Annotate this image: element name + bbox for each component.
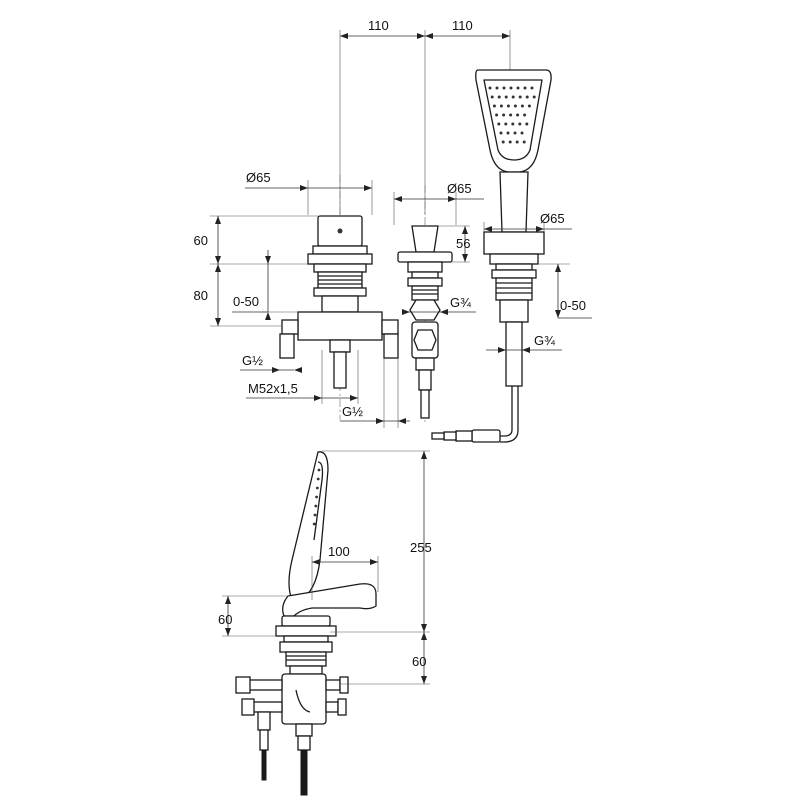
spray-nozzle (520, 131, 524, 135)
diverter-front-view: Ø65 56 G¾ (393, 181, 484, 419)
side-spout-reach-label: 100 (328, 544, 350, 559)
spray-nozzle (509, 86, 513, 90)
hand-shower-front-view: Ø65 0-50 G¾ (431, 69, 592, 443)
spray-nozzle (495, 113, 499, 117)
mixer-body-depth-label: 80 (194, 288, 208, 303)
diverter-diameter-label: Ø65 (447, 181, 472, 196)
mixer-front-view: Ø65 60 80 (194, 170, 410, 428)
spray-nozzle (315, 495, 318, 499)
spray-nozzle (506, 131, 510, 135)
spray-nozzle (506, 104, 510, 108)
holder-thread-label: G¾ (534, 333, 555, 348)
mixer-base-thread-label: M52x1,5 (248, 381, 298, 396)
spray-nozzle (314, 504, 318, 508)
spray-nozzle (532, 95, 536, 99)
spray-nozzle (518, 122, 522, 126)
spray-nozzle (516, 86, 520, 90)
spray-nozzle (527, 104, 531, 108)
spray-nozzle (513, 131, 517, 135)
spray-nozzle (508, 140, 512, 144)
spray-nozzle (523, 86, 527, 90)
spray-nozzle (520, 104, 524, 108)
spray-nozzle (525, 122, 529, 126)
side-below-deck-label: 60 (412, 654, 426, 669)
spray-nozzle (518, 95, 522, 99)
spray-nozzle (317, 468, 321, 472)
mixer-height-label: 60 (194, 233, 208, 248)
spray-nozzle (312, 522, 316, 526)
spray-nozzle (501, 140, 505, 144)
spray-nozzle (522, 140, 526, 144)
spray-nozzle (316, 486, 319, 490)
diverter-thread-label: G¾ (450, 295, 471, 310)
spray-nozzle (492, 104, 496, 108)
spray-nozzle (497, 95, 501, 99)
spray-nozzles (488, 86, 536, 144)
spray-nozzle (502, 86, 506, 90)
spacing-right-label: 110 (452, 18, 473, 33)
side-total-height-label: 255 (410, 540, 432, 555)
holder-deck-range-label: 0-50 (560, 298, 586, 313)
spray-nozzle (313, 513, 317, 517)
spray-nozzle (516, 113, 520, 117)
spray-nozzle (525, 95, 529, 99)
inlet-right-thread-label: G½ (342, 404, 363, 419)
spray-nozzle (509, 113, 513, 117)
spray-nozzle (511, 122, 515, 126)
spray-nozzle (495, 86, 499, 90)
side-lever-height-label: 60 (218, 612, 232, 627)
spray-nozzle (499, 131, 503, 135)
spray-nozzle (513, 104, 517, 108)
spray-nozzle (499, 104, 503, 108)
spray-nozzle (530, 86, 534, 90)
diverter-height-label: 56 (456, 236, 470, 251)
spray-nozzle (502, 113, 506, 117)
spray-nozzle (316, 477, 320, 481)
spray-nozzle (490, 95, 494, 99)
top-spacing-dimensions: 110 110 (339, 18, 511, 215)
spray-nozzle (497, 122, 501, 126)
side-view: 255 60 100 60 (218, 450, 432, 796)
spray-nozzle (523, 113, 527, 117)
side-spray-nozzles (312, 468, 321, 526)
spray-nozzle (504, 122, 508, 126)
spray-nozzle (515, 140, 519, 144)
spray-nozzle (488, 86, 492, 90)
mixer-diameter-label: Ø65 (246, 170, 271, 185)
spray-nozzle (511, 95, 515, 99)
holder-diameter-label: Ø65 (540, 211, 565, 226)
spacing-left-label: 110 (368, 18, 389, 33)
spray-nozzle (504, 95, 508, 99)
mixer-deck-range-label: 0-50 (233, 294, 259, 309)
inlet-left-thread-label: G½ (242, 353, 263, 368)
